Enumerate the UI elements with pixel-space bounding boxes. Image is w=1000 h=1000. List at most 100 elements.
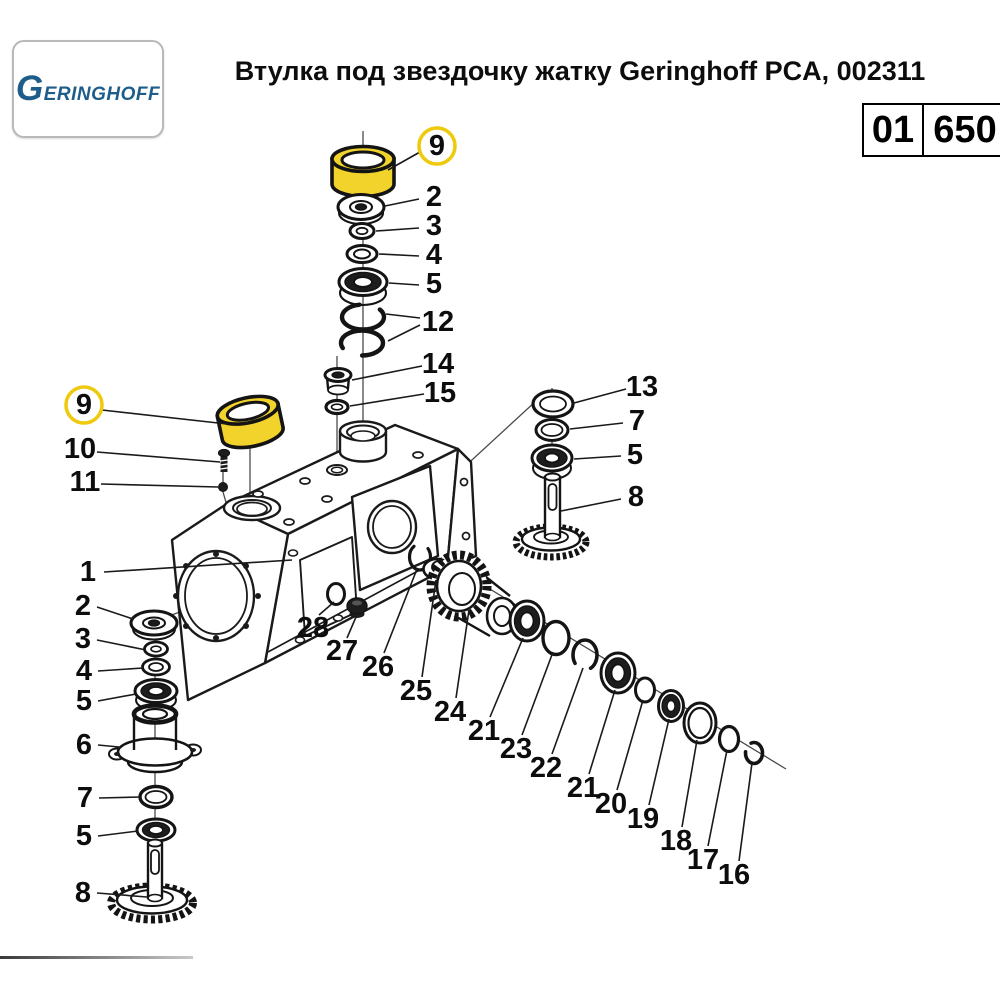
flange-bore-inner — [184, 557, 248, 635]
part-2-washer-top — [336, 193, 386, 226]
leader-line — [588, 689, 616, 775]
part-number-label: 7 — [629, 405, 645, 437]
leader-line — [421, 579, 437, 678]
part-2-washer-left — [129, 609, 179, 641]
housing-fasteners — [326, 582, 368, 618]
part-number-label: 20 — [595, 788, 627, 820]
leader-line — [98, 796, 142, 799]
left-highlight-parts — [215, 394, 285, 492]
part-number-label: 16 — [718, 859, 750, 891]
part-7-oring-right — [534, 418, 570, 442]
side-hole — [294, 636, 306, 644]
right-column-parts — [512, 389, 590, 561]
leader-line — [96, 639, 147, 651]
leader-line — [351, 365, 423, 381]
part-number-label: 14 — [422, 348, 454, 380]
part-number-label: 24 — [434, 696, 466, 728]
part-number-label: 9 — [429, 130, 445, 162]
part-26-snap-ring — [407, 542, 433, 572]
part-8-gear-shaft-left — [107, 838, 197, 924]
part-number-label: 10 — [64, 433, 96, 465]
part-24-sprocket — [426, 550, 519, 638]
part-21-bearing-b — [599, 651, 637, 695]
geringhoff-logo-text: GERINGHOFF — [15, 69, 161, 108]
part-number-label: 21 — [567, 772, 599, 804]
part-number-label: 22 — [530, 752, 562, 784]
leader-line — [385, 313, 421, 319]
leader-line — [97, 667, 144, 672]
geringhoff-logo: GERINGHOFF — [12, 40, 164, 138]
part-4-ring-top — [345, 244, 379, 264]
top-collar-bore-depth — [350, 430, 376, 442]
part-19-seal — [657, 689, 685, 723]
highlight-circle — [64, 385, 104, 425]
leader-line — [455, 609, 470, 699]
part-number-label: 19 — [627, 803, 659, 835]
part-number-label: 18 — [660, 825, 692, 857]
flange-bolt-holes — [173, 551, 261, 641]
leader-line — [378, 253, 420, 257]
side-bore-inner — [372, 505, 412, 549]
ring-boss-hole — [236, 501, 268, 517]
leader-line — [707, 749, 728, 847]
leader-line — [96, 451, 221, 463]
leader-line — [387, 151, 421, 171]
part-number-label: 6 — [76, 729, 92, 761]
part-number-label: 1 — [80, 556, 96, 588]
part-number-label: 26 — [362, 651, 394, 683]
leader-line — [384, 198, 420, 207]
leader-line — [349, 393, 425, 407]
leader-line — [560, 498, 622, 512]
part-10-bolt — [217, 448, 231, 472]
part-number-label: 7 — [77, 782, 93, 814]
leader-line — [318, 601, 335, 616]
part-21-bearing-a — [508, 599, 546, 643]
part-27-plug — [346, 597, 368, 618]
sheet-code-right: 650 — [933, 108, 997, 151]
part-9-bushing-left — [215, 394, 285, 450]
part-5-bearing-left-lower — [135, 817, 177, 843]
leader-line — [521, 651, 554, 736]
part-5-bearing-right — [530, 443, 574, 480]
part-number-label: 8 — [628, 481, 644, 513]
leader-line — [101, 409, 228, 425]
part-16-snap-ring — [743, 740, 765, 766]
part-number-label: 27 — [326, 635, 358, 667]
leader-line — [375, 227, 420, 232]
part-3-ring-left — [143, 640, 169, 658]
leader-line — [551, 667, 584, 755]
sheet-code-box: 01 650 — [862, 103, 1000, 157]
part-8-gear-shaft-right — [512, 472, 590, 561]
leader-line — [387, 324, 421, 342]
leader-line — [97, 693, 137, 702]
chain-parts — [407, 542, 765, 766]
leader-line — [96, 606, 134, 620]
side-hole — [287, 549, 299, 557]
leader-line — [100, 483, 219, 488]
part-5-bearing-left — [133, 678, 179, 711]
part-number-label: 11 — [70, 466, 101, 498]
part-11-pin — [218, 482, 228, 492]
part-number-label: 5 — [426, 268, 442, 300]
sheet-code-left: 01 — [864, 105, 924, 155]
part-12-snap-rings — [338, 302, 387, 358]
top-column-parts — [323, 144, 396, 416]
leader-line — [103, 559, 293, 573]
part-7-oring-left — [138, 784, 174, 810]
part-number-label: 9 — [76, 389, 92, 421]
end-plate-hole — [461, 531, 471, 541]
part-number-label: 17 — [687, 844, 719, 876]
leader-line — [388, 282, 420, 286]
part-17-ring — [717, 724, 741, 754]
part-18-seal-ring — [682, 701, 718, 745]
part-28-ring — [326, 582, 346, 606]
leader-line — [616, 699, 644, 791]
leader-line — [681, 739, 698, 828]
part-5-bearing-top — [337, 267, 389, 307]
part-4-ring-left — [141, 657, 171, 677]
part-number-label: 3 — [75, 623, 91, 655]
leader-line — [489, 637, 524, 718]
